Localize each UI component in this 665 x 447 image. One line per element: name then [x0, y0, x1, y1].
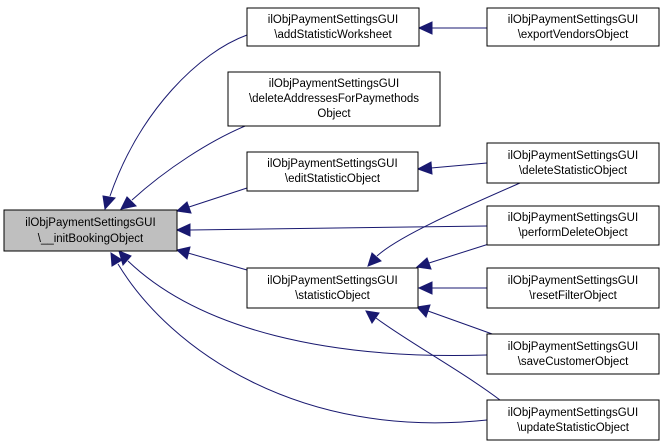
node-root-init-booking-object[interactable]: ilObjPaymentSettingsGUI \__initBookingOb…	[3, 209, 178, 252]
node-delete-addresses-line-2: \deleteAddressesForPaymethods	[249, 93, 419, 105]
node-export-vendors-object[interactable]: ilObjPaymentSettingsGUI \exportVendorsOb…	[486, 7, 660, 47]
edge-arrow-delete-addresses	[120, 196, 138, 210]
edge-delete-statistic-to-statistic	[376, 182, 521, 257]
node-perform-delete-object-line-1: ilObjPaymentSettingsGUI	[508, 212, 638, 224]
node-perform-delete-object-line-2: \performDeleteObject	[518, 227, 628, 239]
node-delete-statistic-object-line-2: \deleteStatisticObject	[519, 165, 628, 177]
node-save-customer-object-box	[486, 333, 660, 375]
node-root-box	[3, 209, 178, 252]
edges	[102, 21, 521, 424]
node-add-statistic-worksheet-line-1: ilObjPaymentSettingsGUI	[268, 14, 398, 26]
edge-arrow-statistic	[175, 246, 191, 260]
node-update-statistic-object[interactable]: ilObjPaymentSettingsGUI \updateStatistic…	[486, 399, 660, 441]
node-edit-statistic-object-line-2: \editStatisticObject	[285, 173, 381, 185]
node-perform-delete-object[interactable]: ilObjPaymentSettingsGUI \performDeleteOb…	[486, 205, 660, 246]
node-add-statistic-worksheet-line-2: \addStatisticWorksheet	[274, 29, 392, 41]
edge-delete-addresses-to-root	[131, 123, 251, 201]
node-delete-addresses-line-3: Object	[317, 108, 351, 120]
node-save-customer-object[interactable]: ilObjPaymentSettingsGUI \saveCustomerObj…	[486, 333, 660, 375]
edge-arrow-perform-delete-statistic	[415, 257, 432, 270]
node-delete-statistic-object-box	[486, 142, 660, 184]
edge-arrow-save-customer	[118, 250, 132, 267]
node-reset-filter-object-line-2: \resetFilterObject	[529, 290, 617, 302]
node-delete-statistic-object[interactable]: ilObjPaymentSettingsGUI \deleteStatistic…	[486, 142, 660, 184]
node-reset-filter-object-box	[486, 267, 660, 309]
node-edit-statistic-object-line-1: ilObjPaymentSettingsGUI	[267, 158, 397, 170]
edge-arrow-update-statistic-statistic	[365, 310, 380, 324]
edge-statistic-to-root	[187, 252, 248, 271]
edge-save-customer-to-statistic	[427, 310, 496, 336]
edge-arrow-save-customer-statistic	[416, 304, 431, 318]
node-reset-filter-object-line-1: ilObjPaymentSettingsGUI	[508, 275, 638, 287]
edge-update-statistic-to-statistic	[375, 317, 501, 401]
edge-edit-statistic-to-root	[188, 187, 248, 208]
node-delete-addresses-line-1: ilObjPaymentSettingsGUI	[269, 78, 399, 90]
edge-perform-delete-to-statistic	[428, 242, 493, 264]
node-save-customer-object-line-2: \saveCustomerObject	[518, 356, 629, 368]
node-update-statistic-object-line-1: ilObjPaymentSettingsGUI	[508, 407, 638, 419]
edge-arrow-export-vendors	[417, 21, 433, 35]
node-statistic-object[interactable]: ilObjPaymentSettingsGUI \statisticObject	[246, 267, 419, 309]
node-export-vendors-object-box	[486, 7, 660, 47]
edge-arrow-reset-filter	[417, 281, 433, 295]
node-edit-statistic-object[interactable]: ilObjPaymentSettingsGUI \editStatisticOb…	[246, 151, 419, 192]
node-save-customer-object-line-1: ilObjPaymentSettingsGUI	[508, 341, 638, 353]
node-export-vendors-object-line-2: \exportVendorsObject	[518, 29, 629, 41]
node-export-vendors-object-line-1: ilObjPaymentSettingsGUI	[508, 14, 638, 26]
edge-delete-statistic-to-edit	[430, 162, 488, 169]
node-add-statistic-worksheet[interactable]: ilObjPaymentSettingsGUI \addStatisticWor…	[246, 7, 420, 47]
node-update-statistic-object-line-2: \updateStatisticObject	[517, 422, 630, 434]
node-reset-filter-object[interactable]: ilObjPaymentSettingsGUI \resetFilterObje…	[486, 267, 660, 309]
edge-update-statistic-to-root	[117, 263, 488, 424]
edge-arrow-edit-statistic	[175, 201, 192, 214]
node-delete-addresses-for-paymethods[interactable]: ilObjPaymentSettingsGUI \deleteAddresses…	[227, 71, 441, 127]
edge-arrow-update-statistic	[110, 252, 123, 267]
edge-perform-delete-to-root	[189, 225, 488, 231]
node-perform-delete-object-box	[486, 205, 660, 246]
node-delete-addresses-box	[227, 71, 441, 127]
node-root-line-1: ilObjPaymentSettingsGUI	[25, 217, 155, 229]
node-update-statistic-object-box	[486, 399, 660, 441]
node-add-statistic-worksheet-box	[246, 7, 420, 47]
node-edit-statistic-object-box	[246, 151, 419, 192]
edge-arrow-perform-delete	[175, 223, 191, 237]
node-statistic-object-line-2: \statisticObject	[295, 290, 371, 302]
edge-arrow-delete-statistic-statistic	[367, 252, 382, 267]
edge-save-customer-to-root	[127, 260, 488, 356]
edge-add-statistic-worksheet-to-root	[109, 34, 248, 197]
edge-arrow-delete-statistic-edit	[416, 161, 433, 175]
node-delete-statistic-object-line-1: ilObjPaymentSettingsGUI	[508, 150, 638, 162]
edge-arrow-add-statistic-worksheet	[102, 195, 116, 211]
node-statistic-object-box	[246, 267, 419, 309]
node-root-line-2: \__initBookingObject	[38, 233, 144, 245]
node-statistic-object-line-1: ilObjPaymentSettingsGUI	[267, 275, 397, 287]
